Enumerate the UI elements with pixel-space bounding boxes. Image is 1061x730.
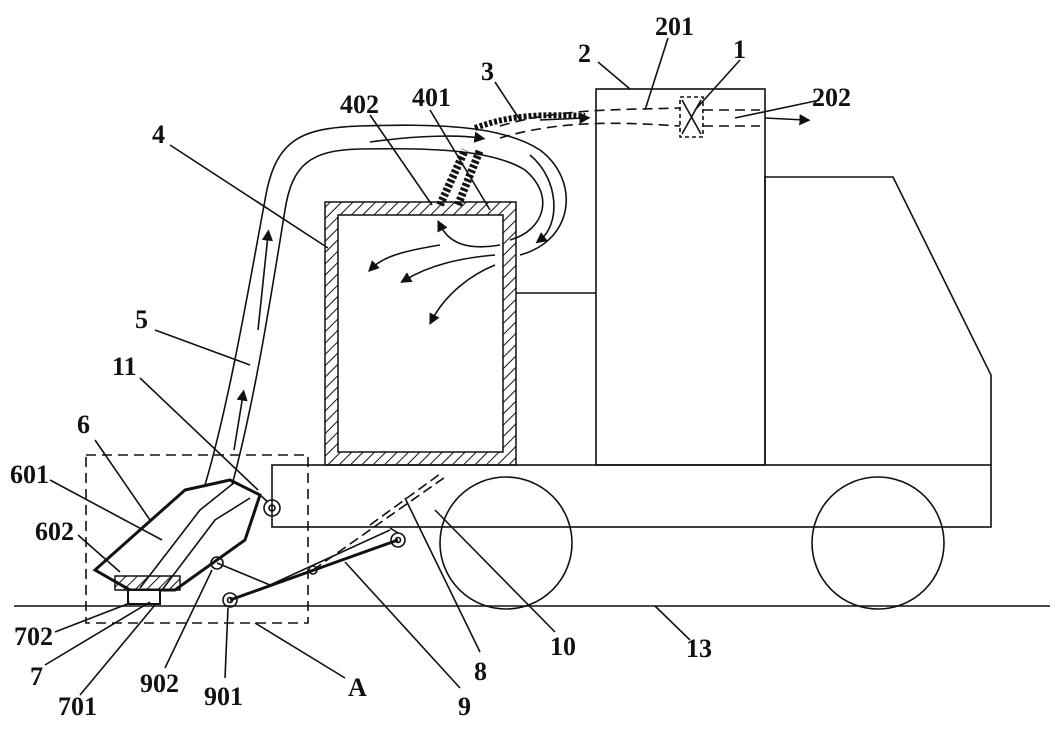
hose-3 [473, 112, 586, 131]
label-7: 7 [30, 662, 43, 691]
label-602: 602 [35, 517, 74, 546]
front-wheel [811, 476, 945, 610]
fan-unit [679, 96, 704, 138]
label-702: 702 [14, 622, 53, 651]
vehicle-cab [764, 176, 992, 465]
suction-hose [204, 124, 567, 486]
pivot-901 [222, 592, 238, 608]
detail-region-a [85, 454, 309, 624]
label-9: 9 [458, 692, 471, 721]
brush-base [114, 575, 181, 591]
vehicle-chassis [271, 464, 992, 528]
label-902: 902 [140, 669, 179, 698]
label-901: 901 [204, 682, 243, 711]
pivot-11 [263, 499, 281, 517]
air-passage [499, 107, 681, 127]
label-2: 2 [578, 39, 591, 68]
label-10: 10 [550, 632, 576, 661]
label-4: 4 [152, 120, 165, 149]
label-8: 8 [474, 657, 487, 686]
label-201: 201 [655, 12, 694, 41]
label-5: 5 [135, 305, 148, 334]
rod-8 [312, 474, 449, 571]
label-3: 3 [481, 57, 494, 86]
label-401: 401 [412, 83, 451, 112]
exhaust-arrow [764, 114, 811, 126]
label-11: 11 [112, 352, 137, 381]
label-a: A [348, 673, 367, 702]
leader-lines [44, 37, 821, 696]
pivot-902 [210, 556, 224, 570]
rear-wheel [439, 476, 573, 610]
label-402: 402 [340, 90, 379, 119]
brush-holder [127, 589, 161, 605]
label-202: 202 [812, 83, 851, 112]
label-701: 701 [58, 692, 97, 721]
label-6: 6 [77, 410, 90, 439]
inlet-pipe [436, 148, 469, 207]
collection-box-interior [337, 214, 504, 453]
fan-housing [595, 88, 766, 466]
label-13: 13 [686, 634, 712, 663]
suction-head [92, 478, 262, 592]
label-1: 1 [733, 35, 746, 64]
label-601: 601 [10, 460, 49, 489]
